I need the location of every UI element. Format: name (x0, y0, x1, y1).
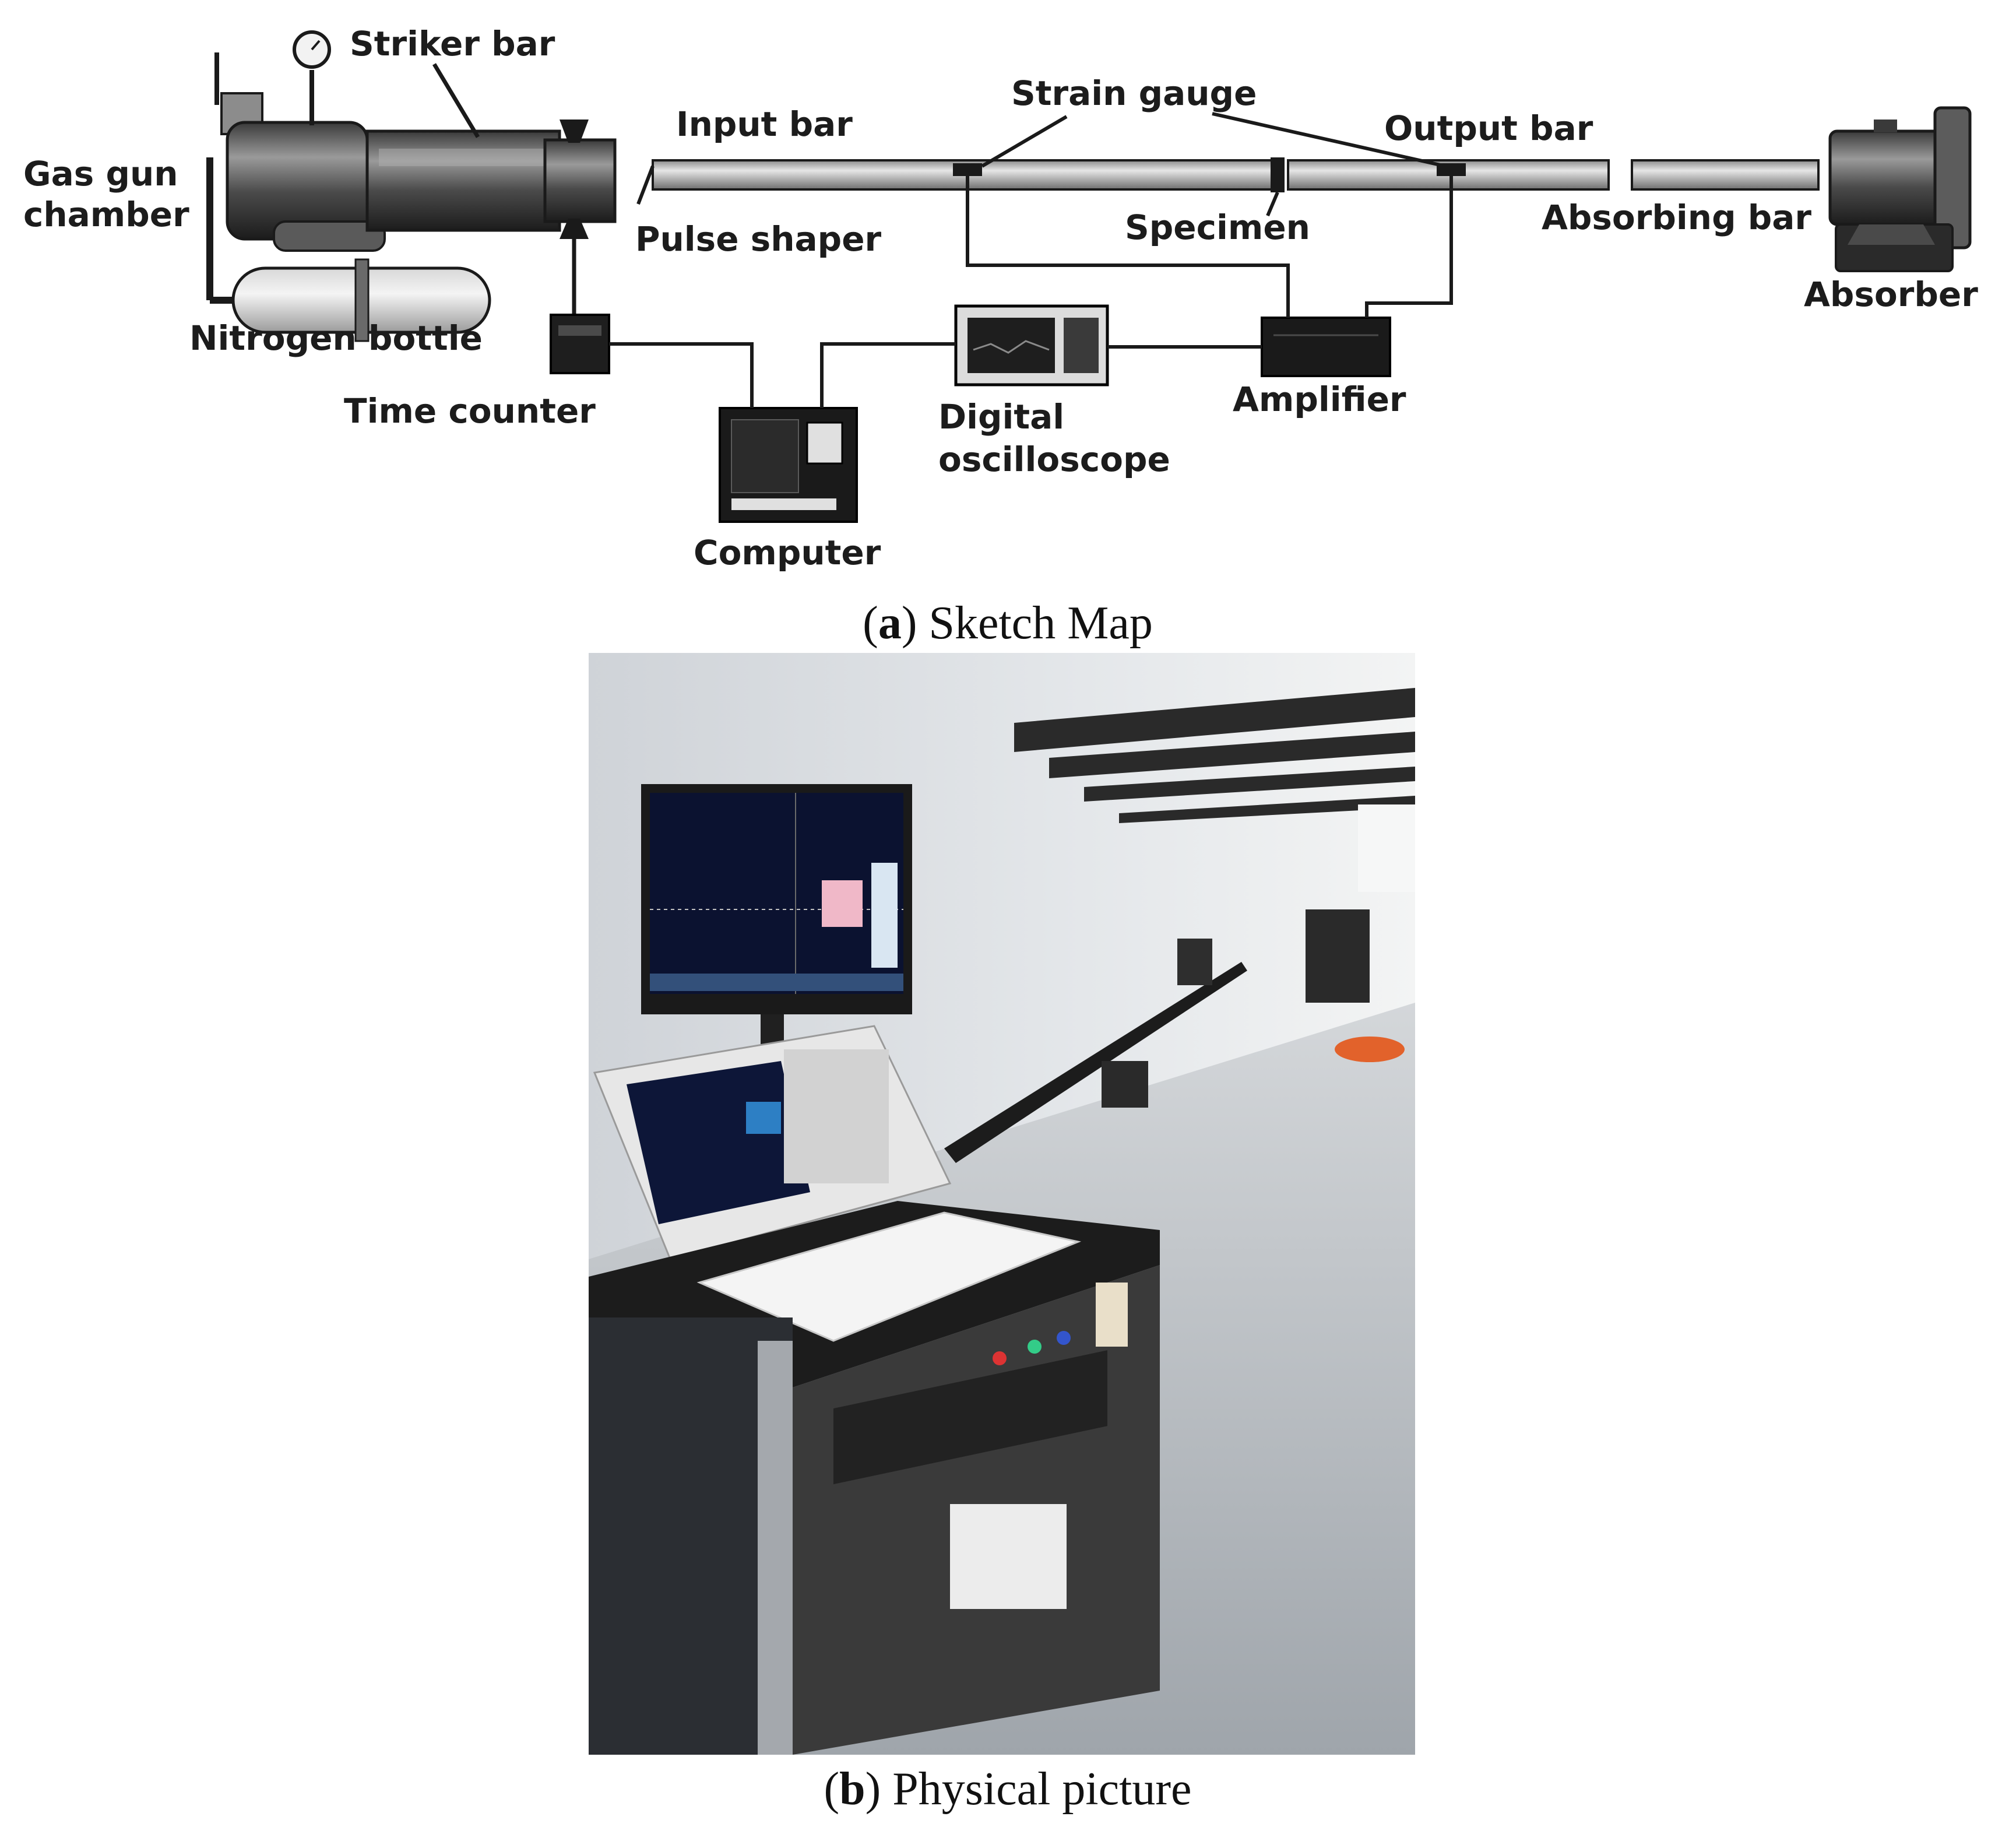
label-nitrogen-bottle: Nitrogen bottle (189, 318, 483, 358)
photo-monitor (641, 784, 912, 1055)
time-counter-device (550, 314, 610, 374)
label-absorbing-bar: Absorbing bar (1542, 198, 1811, 237)
label-digital-line1: Digital (938, 397, 1064, 437)
striker-bar-barrel (365, 63, 617, 315)
photo-rack (589, 1201, 1160, 1755)
signal-wires (609, 176, 1453, 408)
ceiling-beams (1014, 688, 1415, 823)
label-time-counter: Time counter (344, 391, 596, 431)
nitrogen-bottle-icon (206, 157, 491, 342)
absorbing-bar (1631, 159, 1820, 191)
caption-a-text: Sketch Map (917, 598, 1152, 649)
computer-device (719, 407, 858, 523)
label-computer: Computer (694, 533, 881, 572)
label-specimen: Specimen (1125, 208, 1310, 247)
photo-bar-system (944, 962, 1247, 1163)
label-absorber: Absorber (1804, 275, 1978, 314)
caption-b: (b) Physical picture (824, 1763, 1192, 1815)
amplifier-device (1261, 317, 1391, 377)
absorber-icon (1828, 106, 1972, 272)
label-amplifier: Amplifier (1233, 380, 1406, 419)
photo-window (1358, 804, 1415, 892)
caption-a: (a) Sketch Map (863, 598, 1153, 649)
gas-gun-chamber-icon (214, 30, 386, 252)
label-gas-gun-line2: chamber (23, 195, 189, 234)
label-digital-line2: oscilloscope (938, 440, 1170, 479)
label-strain-gauge: Strain gauge (1011, 73, 1257, 113)
caption-b-text: Physical picture (881, 1763, 1191, 1815)
digital-oscilloscope-device (954, 304, 1109, 387)
sketch-map-panel: Gas gun chamber Striker bar Nitrogen bot… (23, 24, 1978, 649)
label-gas-gun-line1: Gas gun (23, 154, 178, 194)
strain-gauge-input (953, 163, 982, 176)
photo-gas-gun (1306, 909, 1370, 1003)
label-output-bar: Output bar (1384, 108, 1593, 148)
physical-picture-panel: (b) Physical picture (589, 653, 1415, 1815)
label-pulse-shaper: Pulse shaper (635, 219, 882, 259)
caption-a-letter: a (878, 598, 902, 649)
caption-b-letter: b (839, 1763, 865, 1815)
specimen (1271, 157, 1285, 192)
photo-oscilloscope (593, 1025, 952, 1260)
photo-floor-item (1335, 1037, 1405, 1062)
label-input-bar: Input bar (676, 104, 853, 144)
label-striker-bar: Striker bar (350, 24, 555, 64)
